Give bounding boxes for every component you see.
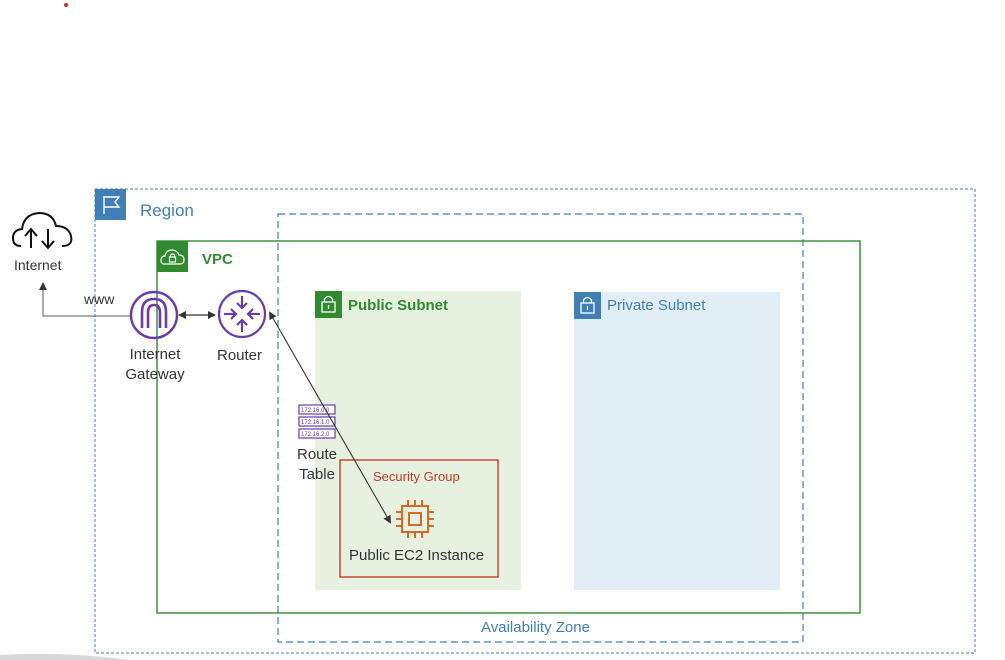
region-icon-bg [95, 189, 126, 220]
availability-zone-box [277, 213, 804, 643]
router-label: Router [217, 347, 263, 364]
route-table-label-line2: Table [299, 466, 335, 483]
chip-icon [396, 500, 434, 538]
cloud-upload-download-icon [11, 211, 73, 250]
route-entry: 172.16.1.0 [301, 420, 330, 426]
private-subnet-box [574, 292, 780, 590]
private-subnet-icon-bg [574, 292, 601, 319]
ec2-instance-label: Public EC2 Instance [349, 547, 485, 564]
www-label: www [84, 291, 115, 307]
region-box [94, 188, 976, 654]
connector-gateway-internet [39, 282, 130, 317]
flag-icon [103, 196, 121, 214]
internet-label: Internet [14, 257, 62, 273]
red-dot [64, 3, 68, 7]
public-subnet-icon-bg [315, 291, 342, 318]
internet-gateway-label: Internet Gateway [118, 345, 192, 385]
private-subnet-label: Private Subnet [607, 297, 706, 314]
region-label: Region [140, 201, 194, 220]
route-entry: 172.16.2.0 [301, 432, 330, 438]
public-subnet-box [315, 291, 521, 590]
router-arrows-icon [217, 289, 267, 339]
availability-zone-label: Availability Zone [481, 619, 590, 636]
gateway-arch-icon [129, 290, 179, 340]
route-table-icon: 172.16.0.0 172.16.1.0 172.16.2.0 [298, 404, 336, 439]
route-table-label-line1: Route [296, 446, 338, 463]
route-table-label: Route Table [292, 445, 342, 485]
vpc-box [156, 240, 861, 614]
connector-router-ec2 [269, 311, 391, 524]
internet-gateway-label-line2: Gateway [125, 366, 185, 383]
cloud-lock-icon [160, 249, 185, 265]
lock-icon [580, 296, 595, 314]
internet-gateway-label-line1: Internet [129, 346, 181, 363]
page-shadow [0, 653, 130, 660]
vpc-label: VPC [202, 251, 233, 268]
security-group-label: Security Group [373, 469, 460, 484]
public-subnet-label: Public Subnet [348, 297, 449, 314]
